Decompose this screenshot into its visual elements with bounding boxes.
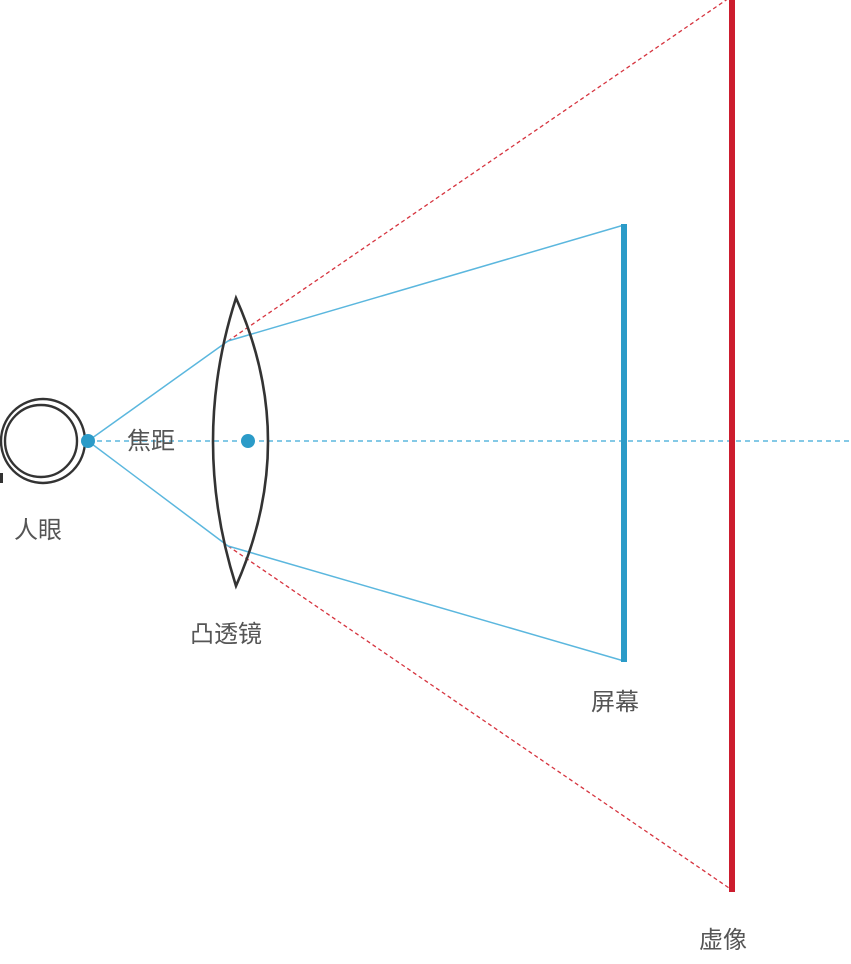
lens-focal-point (241, 434, 255, 448)
ray-eye-to-lens-bottom (87, 440, 229, 547)
virtual-ray-top (227, 0, 728, 342)
eye-icon (0, 397, 87, 485)
virtual-image-label: 虚像 (699, 926, 747, 954)
eye-point (81, 434, 95, 448)
eye-label: 人眼 (14, 516, 62, 544)
virtual-ray-bottom (227, 545, 733, 891)
ray-lens-to-screen-bottom (227, 545, 625, 662)
convex-lens (211, 294, 270, 590)
screen-label: 屏幕 (591, 688, 639, 716)
convex-lens-label: 凸透镜 (190, 620, 262, 648)
focal-length-label: 焦距 (127, 427, 175, 455)
ray-lens-to-screen-top (227, 224, 625, 342)
ray-eye-to-lens-top (87, 340, 229, 442)
